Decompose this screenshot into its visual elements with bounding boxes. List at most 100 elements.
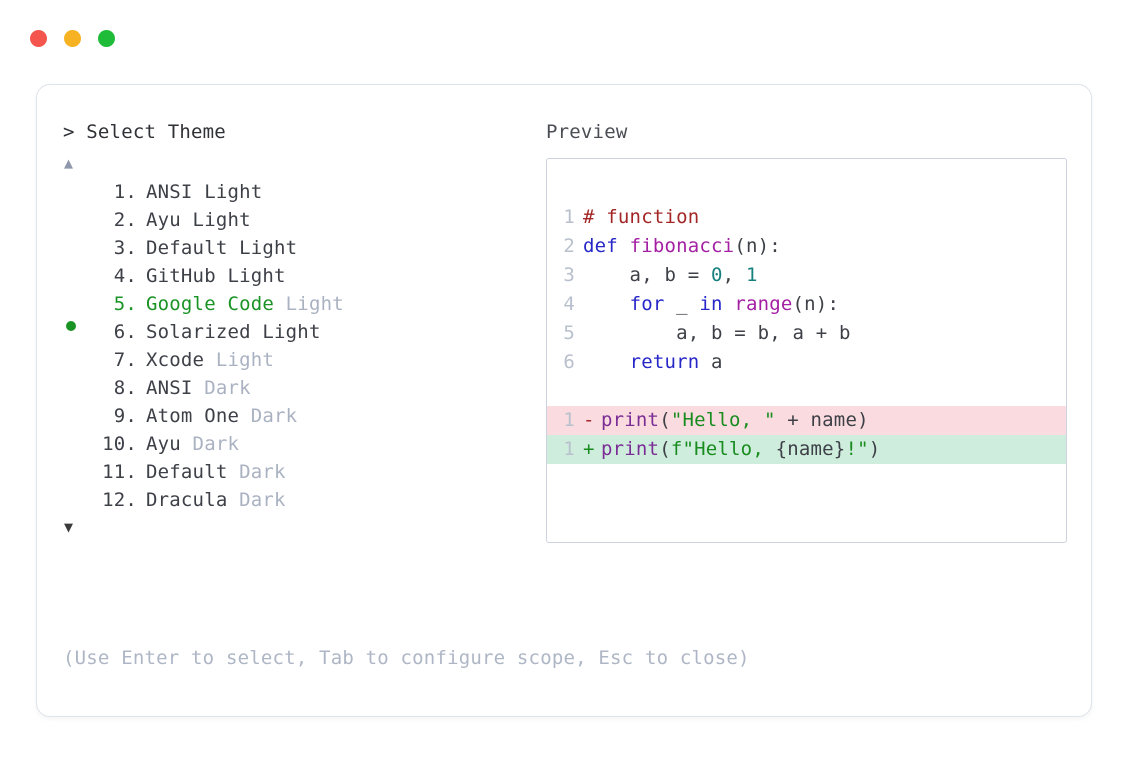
code-token: for (629, 293, 665, 315)
code-token: a (699, 351, 723, 373)
theme-item-index: 10. (102, 433, 137, 455)
code-token: 1 (745, 264, 758, 286)
theme-item-name: Solarized Light (146, 321, 321, 343)
diff-line-text: print("Hello, " + name) (601, 406, 869, 435)
code-token: (n): (734, 235, 781, 257)
theme-item-index: 6. (113, 321, 137, 343)
theme-item-name: ANSI (146, 377, 193, 399)
theme-item-name: Google Code (146, 293, 275, 315)
code-token: range (734, 293, 793, 315)
theme-list-item[interactable]: 3. Default Light (63, 234, 541, 262)
window-minimize-icon[interactable] (64, 30, 81, 47)
code-token: 0 (711, 264, 723, 286)
theme-item-name: Default Light (146, 237, 298, 259)
theme-item-name: Xcode (146, 349, 205, 371)
code-token: return (629, 351, 700, 373)
line-number: 2 (563, 235, 575, 257)
theme-item-mode: Dark (180, 433, 240, 455)
code-token: in (699, 293, 723, 315)
code-line-text: # function (583, 203, 699, 232)
theme-item-index: 12. (102, 489, 137, 511)
prompt-caret-icon: > (63, 121, 75, 143)
prompt-title: Select Theme (86, 121, 226, 143)
theme-list-item[interactable]: 11. Default Dark (63, 458, 541, 486)
theme-item-index: 3. (113, 237, 137, 259)
scroll-up-arrow-icon[interactable]: ▲ (64, 154, 74, 172)
theme-item-mode: Light (274, 293, 344, 315)
code-line-text: return a (583, 348, 723, 377)
theme-list-item[interactable]: 5. Google Code Light (63, 290, 541, 331)
code-token: + name) (775, 409, 869, 431)
theme-item-mode: Dark (192, 377, 251, 399)
theme-item-index: 7. (113, 349, 137, 371)
code-line: 5 a, b = b, a + b (547, 319, 1066, 348)
theme-item-mode: Dark (239, 405, 298, 427)
code-token: ( (659, 409, 671, 431)
theme-list-item[interactable]: 7.Xcode Light (63, 346, 541, 374)
theme-item-name: Ayu Light (146, 209, 251, 231)
code-token: _ (664, 293, 700, 315)
prompt-header: > Select Theme (63, 119, 541, 146)
code-token: ) (868, 438, 881, 460)
window-traffic-lights (30, 30, 115, 47)
code-token: a, b = b, a + b (583, 322, 851, 344)
theme-item-index: 5. (113, 293, 137, 315)
code-token: # function (583, 206, 700, 228)
diff-sign: - (583, 409, 595, 431)
code-token: (n): (792, 293, 840, 315)
scroll-down-arrow-icon[interactable]: ▼ (64, 518, 74, 536)
theme-item-mode: Dark (227, 461, 286, 483)
theme-item-name: Default (146, 461, 228, 483)
line-number: 5 (563, 322, 575, 344)
diff-sign: + (583, 438, 595, 460)
theme-item-index: 1. (113, 181, 137, 203)
theme-list-item[interactable]: 1.ANSI Light (63, 178, 541, 206)
theme-list-item[interactable]: 9.Atom One Dark (63, 402, 541, 430)
code-token: "Hello, " (670, 409, 776, 431)
theme-list-item[interactable]: 8. ANSI Dark (63, 374, 541, 402)
diff-line-del: 1-print("Hello, " + name) (547, 406, 1066, 435)
line-number: 1 (563, 438, 575, 460)
line-number: 4 (563, 293, 575, 315)
theme-item-name: Atom One (146, 405, 240, 427)
diff-line-add: 1+print(f"Hello, {name}!") (547, 435, 1066, 464)
theme-item-index: 4. (113, 265, 137, 287)
code-token: def (583, 235, 630, 257)
theme-list-item[interactable]: 6. Solarized Light (63, 318, 541, 346)
window-maximize-icon[interactable] (98, 30, 115, 47)
line-number: 1 (563, 409, 575, 431)
window-close-icon[interactable] (30, 30, 47, 47)
code-line: 1# function (547, 203, 1066, 232)
theme-list-item[interactable]: 2. Ayu Light (63, 206, 541, 234)
code-token: print (601, 438, 660, 460)
code-token: {name} (775, 438, 846, 460)
keyboard-hint: (Use Enter to select, Tab to configure s… (63, 647, 750, 669)
theme-item-name: GitHub Light (146, 265, 286, 287)
code-line-text: a, b = b, a + b (583, 319, 851, 348)
theme-item-index: 8. (113, 377, 137, 399)
theme-list-item[interactable]: 4. GitHub Light (63, 262, 541, 290)
code-token: a, b = (583, 264, 712, 286)
theme-item-index: 2. (113, 209, 137, 231)
preview-label: Preview (546, 121, 628, 143)
code-token: ( (659, 438, 671, 460)
code-token: !" (845, 438, 869, 460)
code-token (583, 351, 630, 373)
code-token (583, 293, 630, 315)
theme-item-index: 11. (102, 461, 137, 483)
theme-list-item[interactable]: 12.Dracula Dark (63, 486, 541, 514)
theme-list-item[interactable]: 10. Ayu Dark (63, 430, 541, 458)
code-line-text: a, b = 0, 1 (583, 261, 758, 290)
code-line-text: for _ in range(n): (583, 290, 839, 319)
code-token (723, 293, 735, 315)
code-token: print (601, 409, 660, 431)
theme-item-name: Ayu (146, 433, 181, 455)
